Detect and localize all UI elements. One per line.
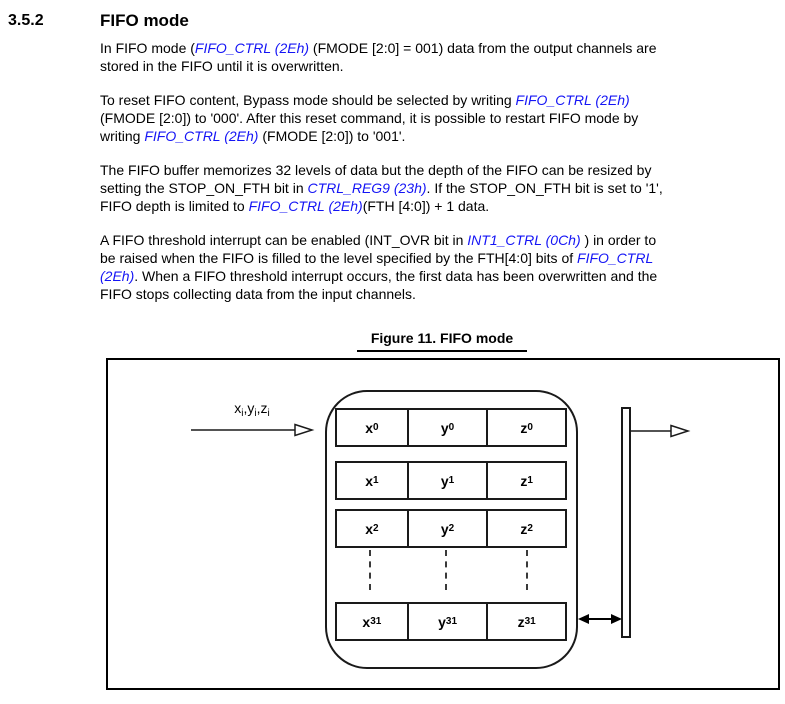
text-run: . If the STOP_ON_FTH bit is set to '1', …	[100, 180, 663, 214]
text-run: In FIFO mode (	[100, 40, 195, 56]
input-arrow	[191, 423, 315, 437]
register-link[interactable]: FIFO_CTRL (2Eh)	[248, 198, 363, 214]
text-run: The FIFO buffer memorizes 32 levels of d…	[100, 162, 652, 196]
paragraph-2: To reset FIFO content, Bypass mode shoul…	[100, 91, 785, 145]
subscript: i	[241, 408, 244, 419]
figure-caption-row: Figure 11. FIFO mode	[106, 330, 778, 352]
figure-caption: Figure 11. FIFO mode	[356, 330, 528, 352]
subscript: i	[267, 408, 270, 419]
text-run: ) in order to be raised when the FIFO is…	[100, 232, 657, 266]
register-link[interactable]: FIFO_CTRL (2Eh)	[194, 40, 310, 56]
text-run: (FMODE [2:0]) to '001'.	[258, 128, 406, 144]
dotted-continuation-x	[369, 550, 371, 590]
output-arrow	[631, 424, 691, 438]
paragraph-1: In FIFO mode (FIFO_CTRL (2Eh) (FMODE [2:…	[100, 39, 785, 75]
register-link[interactable]: FIFO_CTRL (2Eh)	[515, 92, 630, 108]
input-data-label: xi,yi,zi	[234, 400, 270, 419]
section-title: FIFO mode	[100, 11, 189, 30]
body-paragraphs: In FIFO mode (FIFO_CTRL (2Eh) (FMODE [2:…	[100, 39, 785, 319]
text-run: A FIFO threshold interrupt can be enable…	[100, 232, 468, 248]
register-link[interactable]: CTRL_REG9 (23h)	[307, 180, 427, 196]
text-run: (FMODE [2:0]) to '000'. After this reset…	[100, 110, 639, 144]
dotted-continuation-z	[526, 550, 528, 590]
text-run: (FMODE [2:0] = 001) data from the output…	[100, 40, 657, 74]
double-arrow	[578, 614, 622, 624]
register-link[interactable]: INT1_CTRL (0Ch)	[467, 232, 581, 248]
dotted-continuation-y	[445, 550, 447, 590]
subscript: i	[254, 408, 257, 419]
text-run: To reset FIFO content, Bypass mode shoul…	[100, 92, 516, 108]
text-run: (FTH [4:0]) + 1 data.	[362, 198, 490, 214]
output-bar	[621, 407, 631, 638]
text-run: . When a FIFO threshold interrupt occurs…	[100, 268, 658, 302]
register-link[interactable]: FIFO_CTRL (2Eh)	[144, 128, 259, 144]
section-number: 3.5.2	[8, 12, 44, 29]
register-link[interactable]: FIFO_CTRL (2Eh)	[100, 250, 654, 284]
paragraph-4: A FIFO threshold interrupt can be enable…	[100, 231, 785, 303]
paragraph-3: The FIFO buffer memorizes 32 levels of d…	[100, 161, 785, 215]
